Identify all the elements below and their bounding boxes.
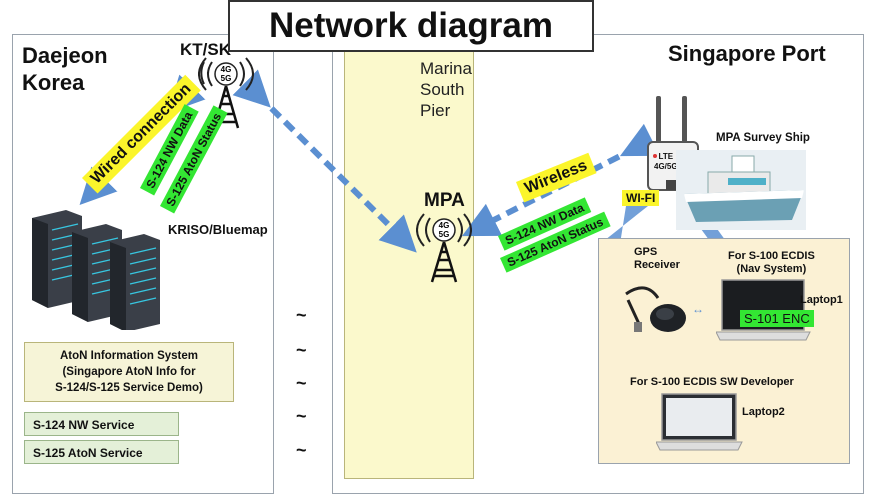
korea-title-line1: Daejeon	[22, 43, 108, 68]
gps-link-arrow: ↔	[692, 302, 704, 316]
kt-tower-icon: 4G 5G	[198, 57, 254, 129]
gap-tilde: ~	[296, 406, 307, 426]
info-line3: S-124/S-125 Service Demo)	[55, 382, 203, 394]
info-line2: (Singapore AtoN Info for	[62, 366, 196, 378]
wifi-label: WI-FI	[622, 190, 660, 206]
gap-tilde: ~	[296, 373, 307, 393]
info-line1: AtoN Information System	[59, 350, 198, 362]
laptop2-icon	[656, 393, 743, 451]
korea-title-line2: Korea	[22, 70, 85, 95]
korea-title: Daejeon Korea	[22, 42, 108, 96]
gap-tilde: ~	[296, 305, 307, 325]
pier-label: Marina South Pier	[420, 58, 472, 121]
lte-label: LTE 4G/5G	[654, 152, 678, 172]
svg-text:5G: 5G	[221, 74, 232, 83]
laptop2-label: Laptop2	[742, 406, 785, 418]
gap-tilde: ~	[296, 340, 307, 360]
diagram-title: Network diagram	[228, 0, 594, 52]
gps-label: GPS Receiver	[634, 246, 680, 272]
aton-info-system-box: AtoN Information System (Singapore AtoN …	[24, 342, 234, 402]
laptop1-label: Laptop1	[800, 294, 843, 306]
kt-label: KT/SK	[180, 40, 231, 59]
kt-mpa-arrow	[232, 69, 417, 253]
ecdis-label: For S-100 ECDIS (Nav System)	[728, 250, 815, 276]
pier-label-line1: Marina	[420, 59, 472, 78]
gps-receiver-icon	[625, 286, 686, 332]
wireless-arrow	[461, 123, 661, 237]
ship-label: MPA Survey Ship	[716, 132, 810, 144]
singapore-title: Singapore Port	[668, 41, 826, 66]
s124-service-box: S-124 NW Service	[24, 412, 179, 436]
lte-line1: LTE	[658, 152, 674, 161]
mpa-tower-icon: 4G 5G	[416, 213, 472, 283]
gps-line1: GPS	[634, 246, 658, 258]
server-label: KRISO/Bluemap	[168, 222, 268, 237]
ecdis-line2: (Nav System)	[736, 263, 807, 275]
svg-text:5G: 5G	[439, 230, 450, 239]
developer-label: For S-100 ECDIS SW Developer	[630, 376, 794, 388]
mpa-label: MPA	[424, 190, 465, 211]
wifi-callout	[600, 206, 648, 244]
gps-line2: Receiver	[634, 259, 680, 271]
server-rack-icon	[32, 210, 160, 330]
s125-service-box: S-125 AtoN Service	[24, 440, 179, 464]
server-3	[110, 234, 160, 330]
svg-text:4G: 4G	[221, 65, 232, 74]
ecdis-line1: For S-100 ECDIS	[728, 250, 815, 262]
pier-label-line2: South	[420, 80, 465, 99]
survey-ship-icon	[676, 150, 806, 230]
lte-line2: 4G/5G	[654, 162, 678, 171]
gap-tilde: ~	[296, 440, 307, 460]
svg-text:4G: 4G	[439, 221, 450, 230]
pier-label-line3: Pier	[420, 101, 451, 120]
enc-label: S-101 ENC	[740, 310, 814, 327]
server-1	[32, 210, 82, 308]
